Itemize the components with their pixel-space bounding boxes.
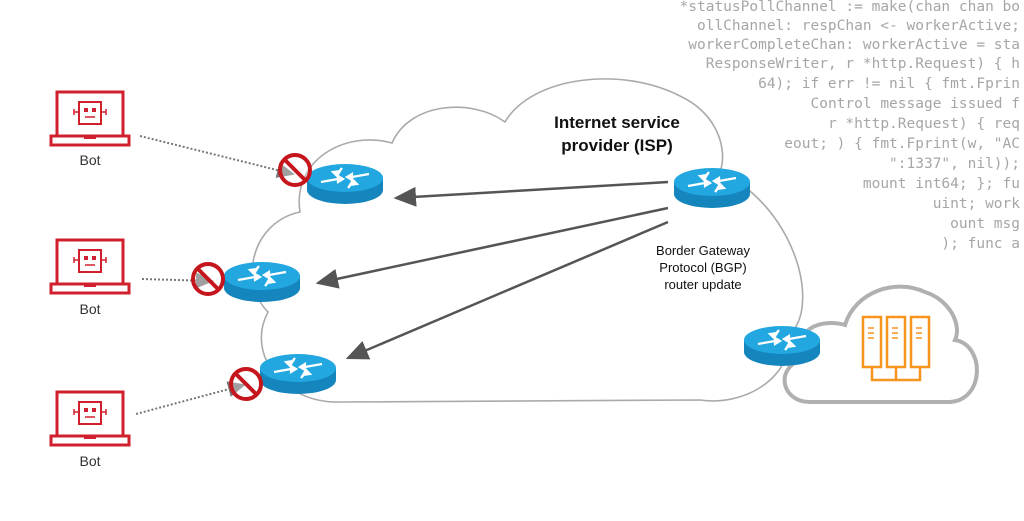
code-line: 64); if err != nil { fmt.Fprin bbox=[758, 76, 1020, 92]
edge-router-icon bbox=[742, 324, 822, 368]
laptop-bot-icon bbox=[49, 90, 131, 147]
bgp-update-arrow bbox=[315, 206, 669, 289]
background-code: *statusPollChannel := make(chan chan bo … bbox=[680, 0, 1021, 252]
bot-label: Bot bbox=[79, 301, 100, 317]
bgp-label-line2: Protocol (BGP) bbox=[659, 260, 746, 275]
isp-label-line1: Internet service bbox=[554, 113, 680, 132]
code-line: workerCompleteChan: workerActive = sta bbox=[688, 37, 1020, 53]
server-rack-icon bbox=[861, 315, 931, 382]
bot-traffic-line bbox=[139, 135, 295, 178]
bgp-router-icon bbox=[672, 166, 752, 210]
code-line: r *http.Request) { req bbox=[828, 116, 1020, 132]
bot-traffic-line bbox=[135, 381, 246, 415]
router-icon bbox=[305, 162, 385, 206]
router-icon bbox=[258, 352, 338, 396]
prohibited-icon bbox=[229, 367, 263, 401]
code-line: ount msg bbox=[950, 216, 1020, 232]
code-line: *statusPollChannel := make(chan chan bo bbox=[680, 0, 1020, 15]
bot-label: Bot bbox=[79, 453, 100, 469]
code-line: uint; work bbox=[933, 196, 1021, 212]
bgp-label-line3: router update bbox=[664, 277, 741, 292]
bgp-label-line1: Border Gateway bbox=[656, 243, 750, 258]
code-line: Control message issued f bbox=[810, 96, 1020, 112]
code-line: ResponseWriter, r *http.Request) { h bbox=[706, 56, 1020, 72]
bgp-update-arrow bbox=[345, 220, 669, 360]
code-line: mount int64; }; fu bbox=[863, 176, 1020, 192]
code-line: ollChannel: respChan <- workerActive; bbox=[697, 18, 1020, 34]
laptop-bot-icon bbox=[49, 390, 131, 447]
router-icon bbox=[222, 260, 302, 304]
bot-label: Bot bbox=[79, 152, 100, 168]
prohibited-icon bbox=[278, 153, 312, 187]
laptop-bot-icon bbox=[49, 238, 131, 295]
code-line: ":1337", nil)); bbox=[889, 156, 1020, 172]
code-line: ); func a bbox=[941, 236, 1020, 252]
isp-cloud bbox=[251, 78, 804, 403]
bgp-update-arrow bbox=[393, 180, 669, 207]
code-line: eout; ) { fmt.Fprint(w, "AC bbox=[784, 136, 1020, 152]
prohibited-icon bbox=[191, 262, 225, 296]
isp-label-line2: provider (ISP) bbox=[561, 136, 672, 155]
